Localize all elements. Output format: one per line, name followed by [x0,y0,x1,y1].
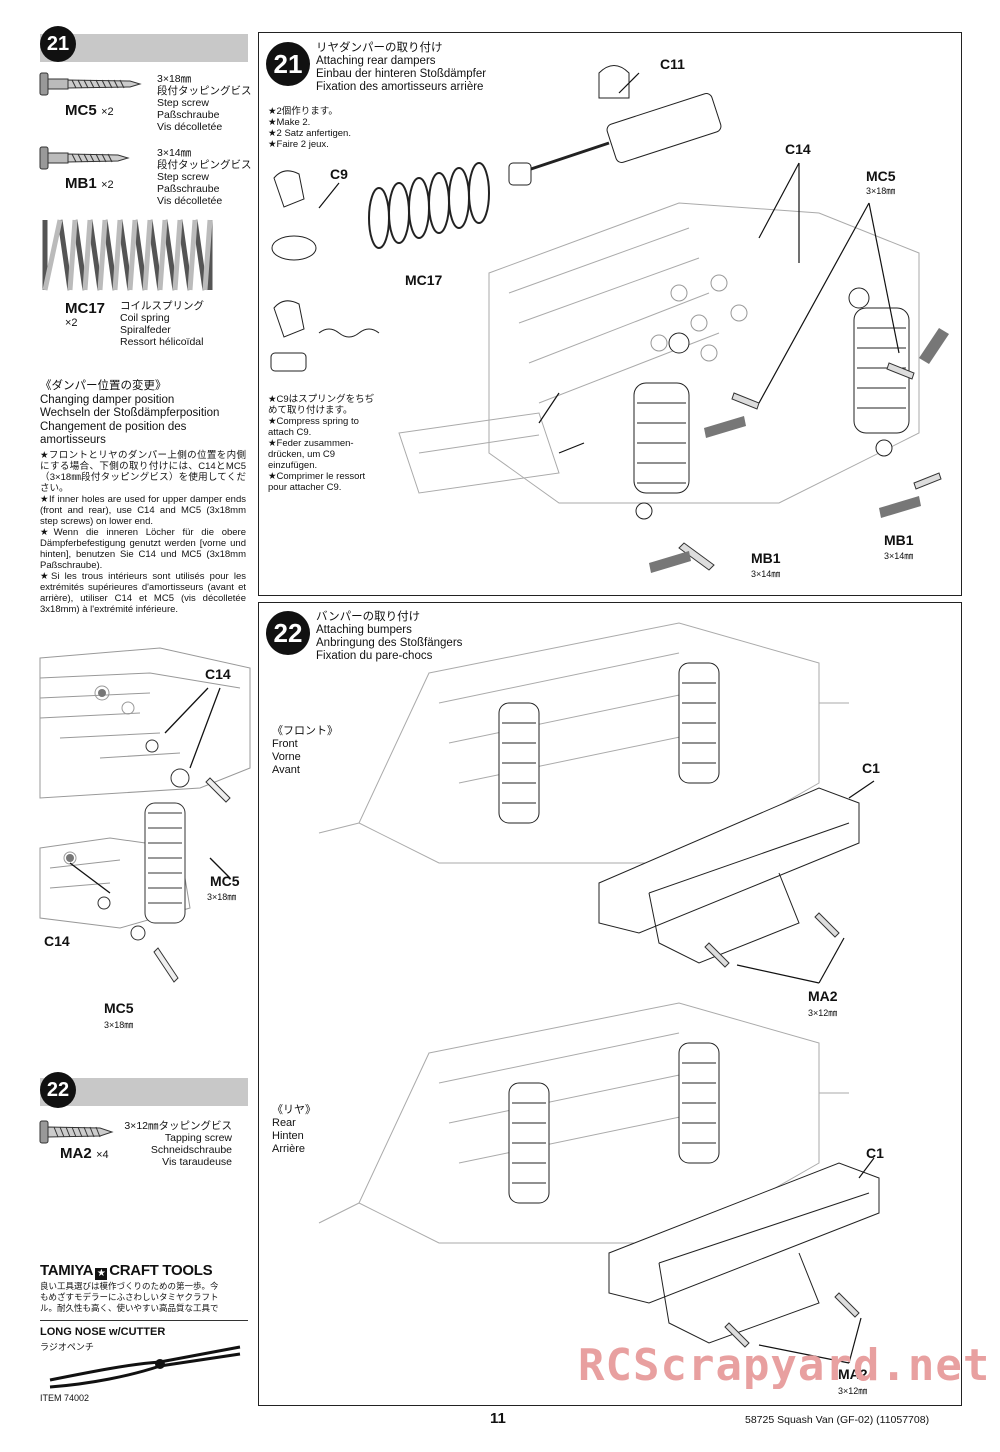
step22-number: 22 [266,611,310,655]
label-c9: C9 [330,166,348,182]
mc17-part-code: MC17×2 [65,300,106,329]
step22-panel [258,602,962,1406]
tool-name-jp: ラジオペンチ [40,1342,94,1352]
model-info: 58725 Squash Van (GF-02) (11057708) [745,1414,930,1426]
label-mb1-left-dim: 3×14㎜ [751,569,781,579]
mc5-screw-icon [39,72,142,96]
coil-spring-icon [42,219,213,291]
step21-make-note: ★2個作ります。★Make 2.★2 Satz anfertigen.★Fair… [268,106,351,150]
step21-panel [258,32,962,596]
left-label-mc5-mid-dim: 3×18㎜ [207,892,237,902]
label-ma2-front: MA2 [808,988,838,1004]
left-label-c14-top: C14 [205,666,231,682]
step21-c9-note: ★C9はスプリングをちぢめて取り付けます。★Compress spring to… [268,394,375,493]
step22-diagram [318,622,880,1364]
step21-number: 21 [266,42,310,86]
label-mc5-dim: 3×18㎜ [866,186,896,196]
label-mb1-right-dim: 3×14㎜ [884,551,914,561]
label-c11: C11 [660,56,685,72]
mb1-screw-icon [39,146,130,170]
tool-item-number: ITEM 74002 [40,1393,90,1403]
label-c1-rear: C1 [866,1145,884,1161]
tamiya-divider [40,1320,248,1321]
watermark: RCScrapyard.net [578,1340,991,1391]
mc5-part-code: MC5 ×2 [65,102,114,119]
step21-diagram [270,65,949,573]
label-mc17: MC17 [405,272,443,288]
step22-parts-number: 22 [40,1072,76,1108]
step21-parts-number: 21 [40,26,76,62]
tool-name: LONG NOSE w/CUTTER [40,1326,166,1338]
ma2-part-code: MA2 ×4 [60,1145,109,1162]
label-c1-front: C1 [862,760,880,776]
label-mb1-left: MB1 [751,550,781,566]
ma2-screw-icon [39,1120,114,1144]
label-ma2-rear-dim: 3×12㎜ [838,1386,868,1396]
left-label-mc5-bot: MC5 [104,1000,134,1016]
label-mb1-right: MB1 [884,532,914,548]
tamiya-craft-tools-logo: TAMIYA★CRAFT TOOLS [40,1262,213,1280]
damper-position-heading: 《ダンパー位置の変更》 Changing damper position Wec… [40,380,220,446]
label-mc5: MC5 [866,168,896,184]
mb1-part-code: MB1 ×2 [65,175,114,192]
left-label-c14-bot: C14 [44,933,70,949]
tamiya-blurb: 良い工具選びは模作づくりのための第一歩。今もめざすモデラーにふさわしいタミヤクラ… [40,1281,219,1313]
pliers-icon [49,1345,241,1389]
label-ma2-rear: MA2 [838,1366,868,1382]
page-number: 11 [490,1410,506,1427]
left-label-mc5-bot-dim: 3×18㎜ [104,1020,134,1030]
label-ma2-front-dim: 3×12㎜ [808,1008,838,1018]
left-label-mc5-mid: MC5 [210,873,240,889]
damper-position-note: ★フロントとリヤのダンパー上側の位置を内側にする場合、下側の取り付けには、C14… [40,450,246,615]
label-c14: C14 [785,141,811,157]
damper-position-diagram [39,647,251,983]
